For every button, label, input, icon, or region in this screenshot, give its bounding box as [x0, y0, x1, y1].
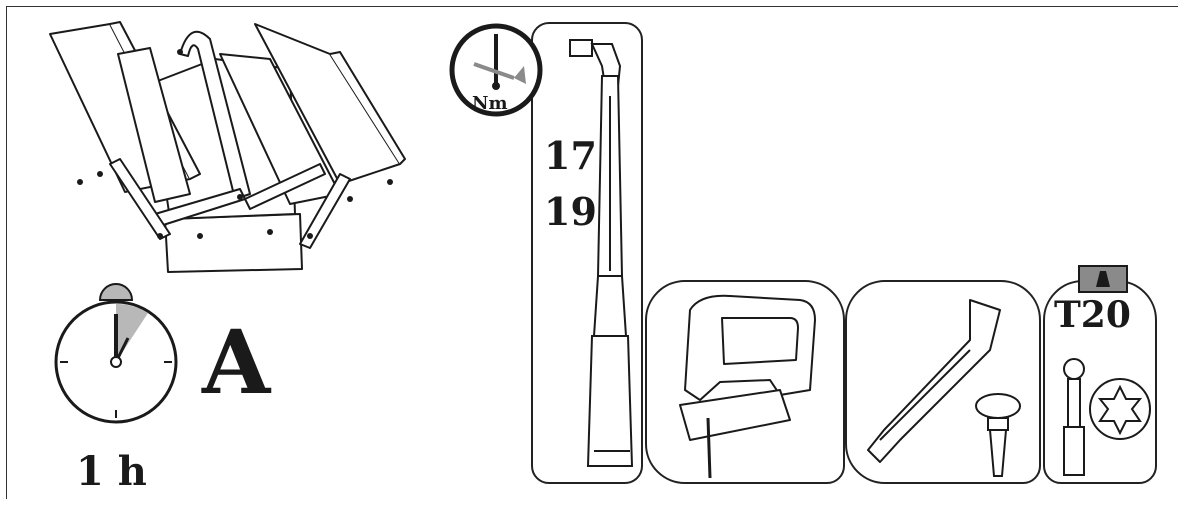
toolbox-icon — [49, 21, 406, 273]
trim-removal-tool-icon — [867, 299, 1001, 463]
torx-panel — [1043, 280, 1157, 484]
torx-bit-icon — [1063, 358, 1151, 476]
torque-size-17: 17 — [544, 133, 597, 178]
torque-wrench-icon — [569, 39, 634, 467]
stopwatch-icon — [54, 283, 178, 424]
torx-badge — [1078, 265, 1128, 293]
skill-level-label: A — [202, 310, 271, 414]
push-clip-icon — [975, 393, 1021, 477]
time-label: 1 h — [76, 448, 147, 495]
torque-icon — [449, 23, 543, 117]
jigsaw-icon — [679, 294, 816, 479]
torque-unit-label: Nm — [472, 93, 508, 114]
torx-size-label: T20 — [1054, 294, 1131, 336]
instruction-frame — [6, 6, 1178, 499]
torque-size-19: 19 — [544, 189, 597, 234]
